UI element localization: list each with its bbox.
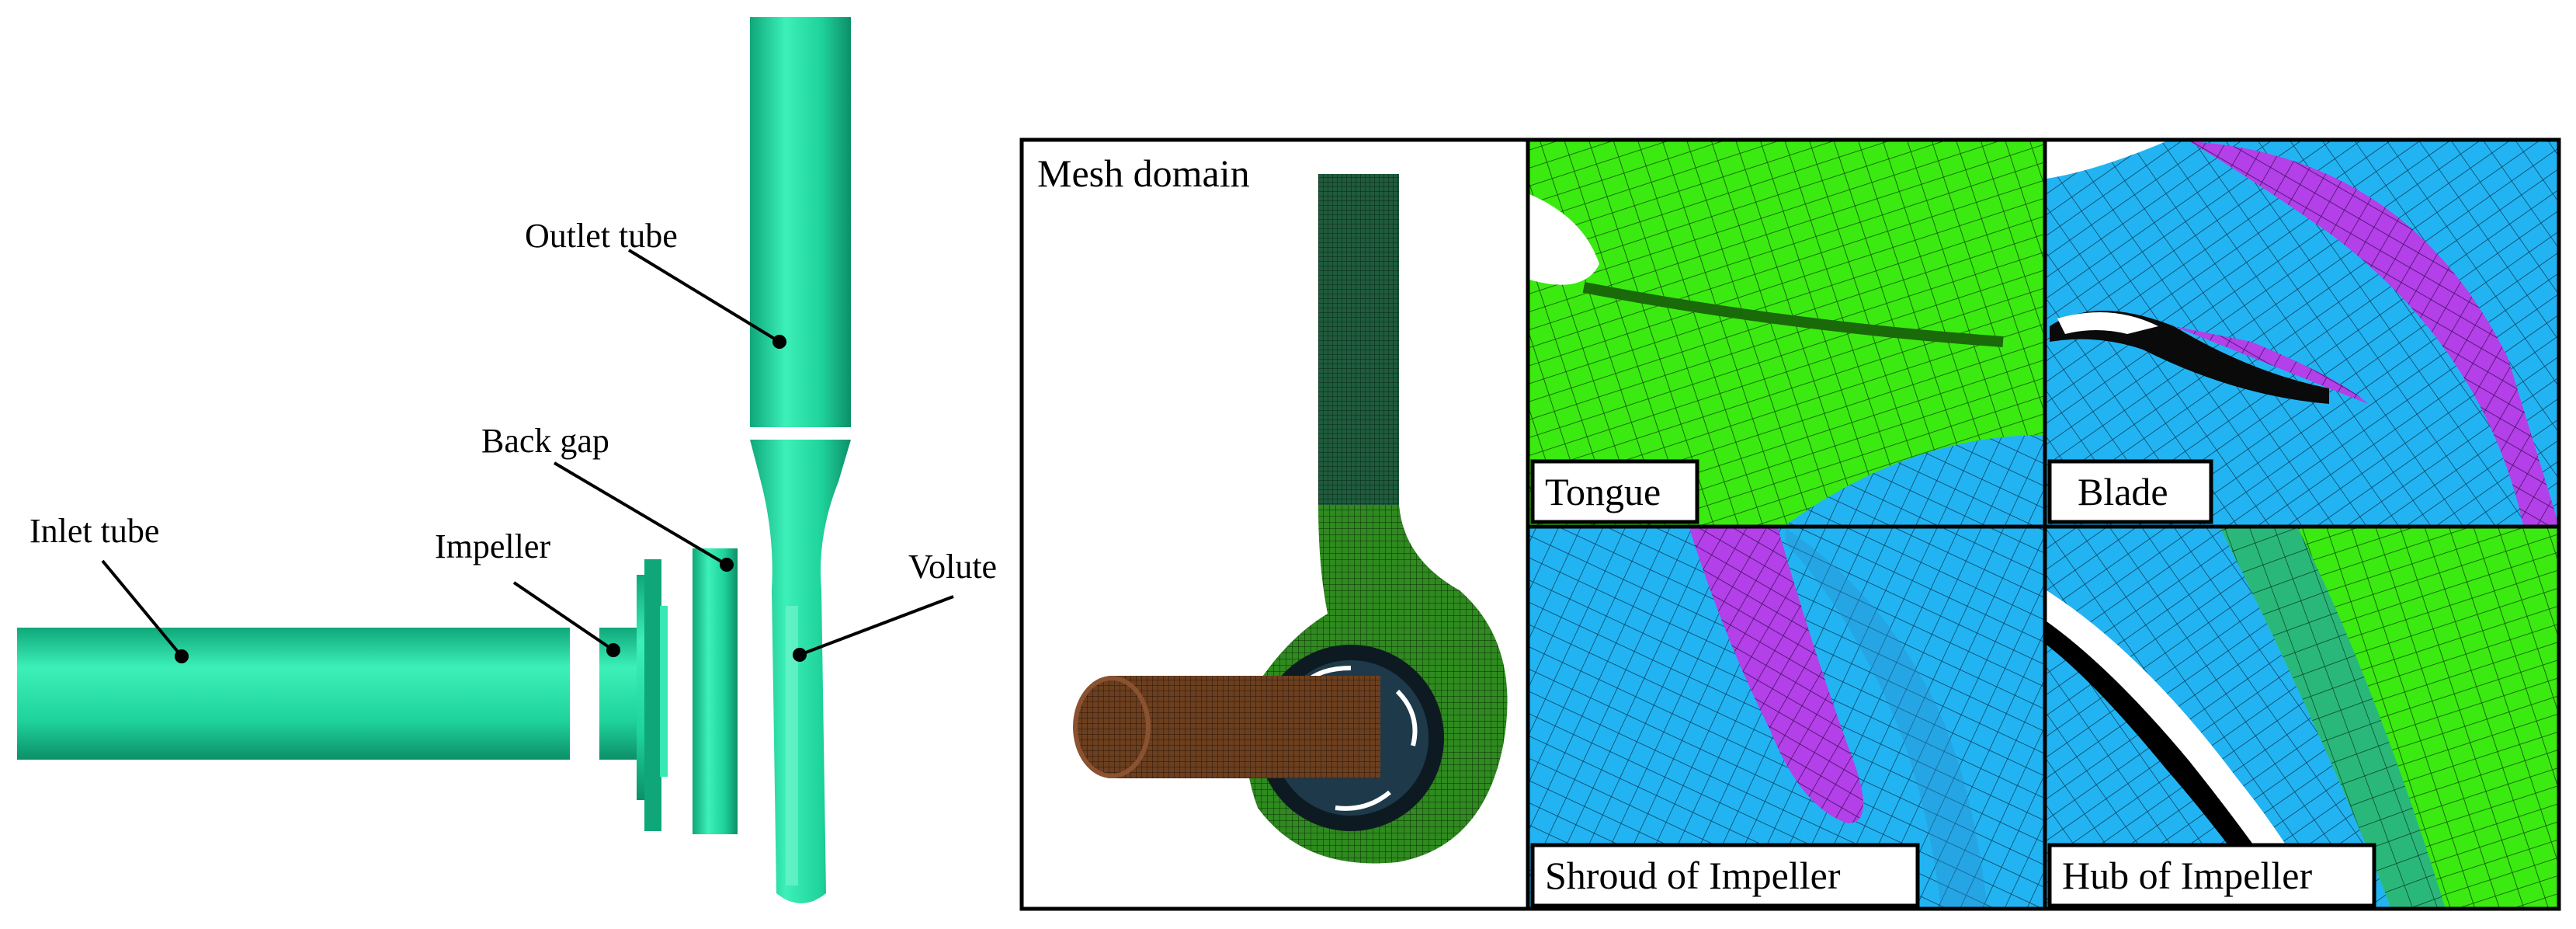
leader-lines <box>101 249 954 663</box>
blade-panel <box>2047 141 2559 525</box>
pump-geometry <box>17 17 851 903</box>
outlet-tube-shape <box>750 17 851 427</box>
volute-label: Volute <box>908 548 997 586</box>
tongue-label: Tongue <box>1545 470 1661 513</box>
shroud-label: Shroud of Impeller <box>1545 854 1841 897</box>
outlet-mesh <box>1318 174 1399 508</box>
volute-shape <box>750 440 851 903</box>
outlet-tube-label: Outlet tube <box>525 217 678 255</box>
back-gap-label: Back gap <box>481 422 609 460</box>
impeller-label: Impeller <box>435 527 550 565</box>
blade-label-box <box>2047 459 2213 524</box>
blade-label: Blade <box>2078 470 2168 513</box>
tongue-label-box <box>1530 459 1699 524</box>
hub-label-box <box>2047 843 2376 908</box>
mesh-domain-title: Mesh domain <box>1037 151 1250 195</box>
shroud-label-box <box>1530 843 1920 908</box>
mesh-domain-panel: Mesh domain <box>1022 140 1528 909</box>
inlet-tube-label: Inlet tube <box>30 512 159 550</box>
panel-borders <box>1019 137 2561 911</box>
hub-label: Hub of Impeller <box>2062 854 2312 897</box>
inlet-tube-shape <box>17 628 570 760</box>
back-gap-shape <box>693 548 738 834</box>
inlet-mesh <box>1109 676 1380 778</box>
